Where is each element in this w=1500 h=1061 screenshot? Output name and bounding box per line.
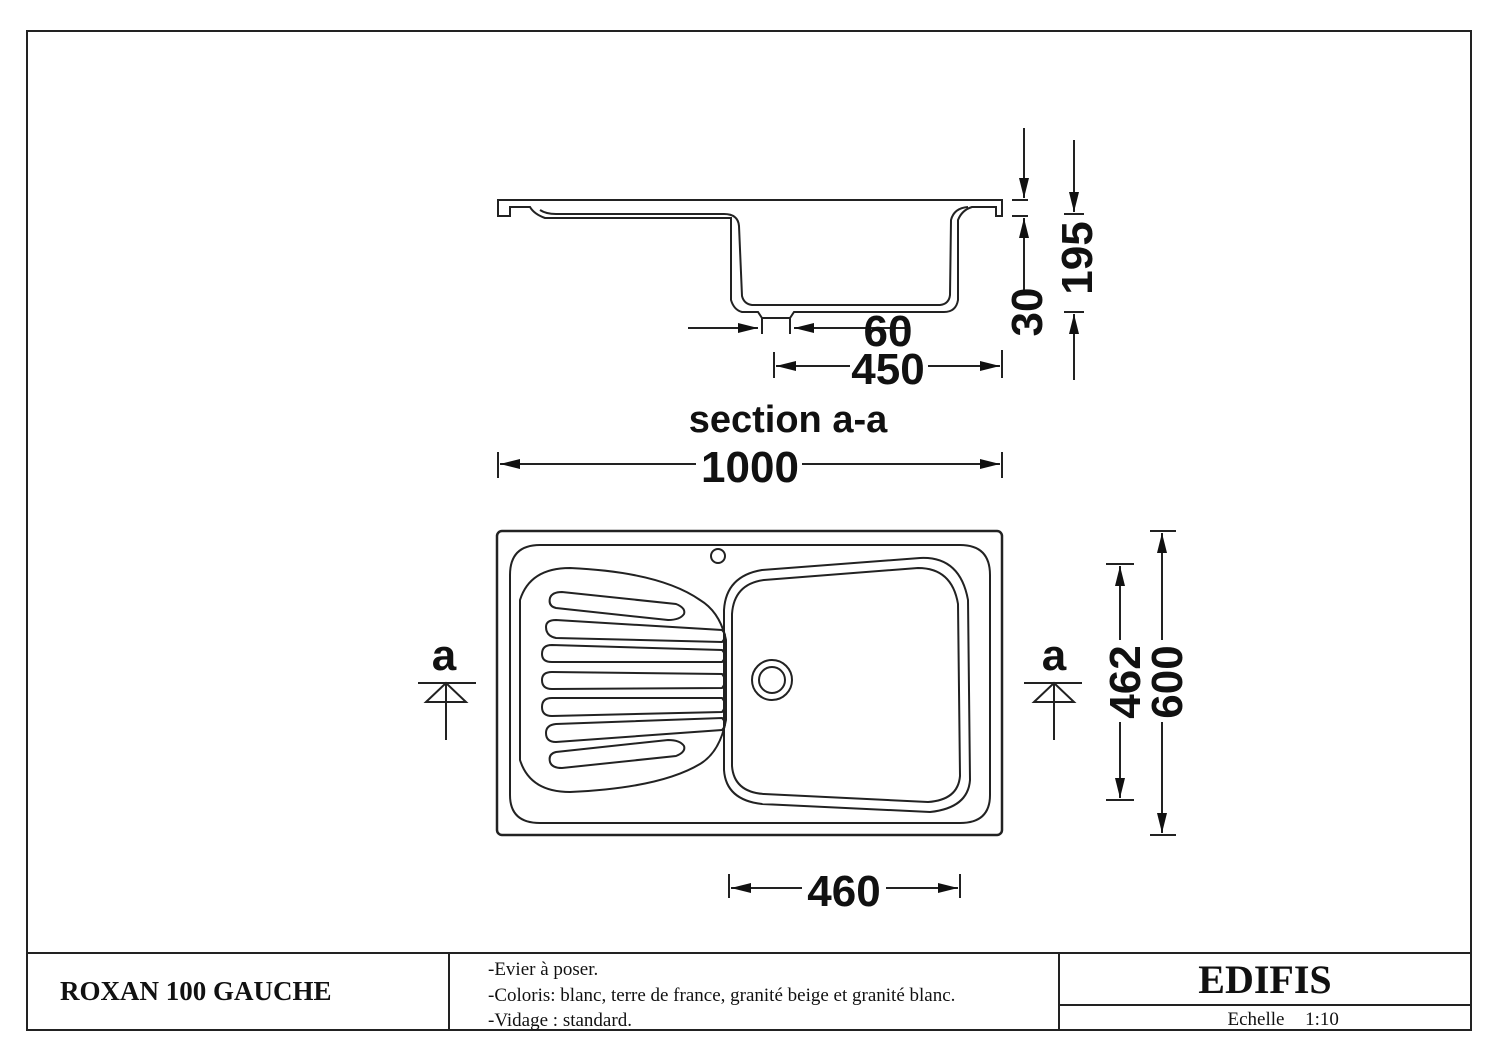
section-view: [497, 199, 1003, 334]
dim-bowl-width: 450: [773, 345, 1003, 394]
dim-bowl-depth-label: 462: [1101, 645, 1150, 718]
dim-bowl-length: 460: [728, 867, 961, 916]
scale-label: Echelle: [1228, 1009, 1285, 1030]
dim-depth-top-label: 30: [1003, 288, 1052, 337]
plan-view: [495, 529, 1004, 837]
dim-bowl-length-label: 460: [807, 867, 880, 916]
brand-name: EDIFIS: [1198, 957, 1331, 1002]
section-label: section a-a: [689, 399, 888, 441]
cut-marker-left: a: [418, 631, 476, 740]
dim-width: 600: [1143, 530, 1192, 836]
dim-bowl-width-label: 450: [851, 345, 924, 394]
scale-value: 1:10: [1305, 1009, 1339, 1030]
cut-marker-right: a: [1024, 631, 1082, 740]
dim-depth-total-label: 195: [1053, 221, 1102, 294]
title-block: ROXAN 100 GAUCHE -Evier à poser. -Colori…: [27, 952, 1471, 1031]
desc-line-3: -Vidage : standard.: [488, 1010, 632, 1031]
dim-drain-label: 60: [864, 307, 913, 356]
dim-width-label: 600: [1143, 645, 1192, 718]
desc-line-2: -Coloris: blanc, terre de france, granit…: [488, 985, 955, 1006]
desc-line-1: -Evier à poser.: [488, 959, 598, 980]
dim-drain-width: 60: [688, 307, 912, 356]
dim-vertical-section: 30 195: [1003, 128, 1102, 380]
drawing-frame: [26, 30, 1472, 1031]
dim-bowl-depth: 462: [1101, 563, 1150, 801]
dim-length-label: 1000: [701, 443, 799, 492]
product-name: ROXAN 100 GAUCHE: [60, 976, 332, 1006]
cut-marker-left-label: a: [432, 631, 457, 680]
cut-marker-right-label: a: [1042, 631, 1067, 680]
dim-length: 1000: [497, 443, 1003, 492]
